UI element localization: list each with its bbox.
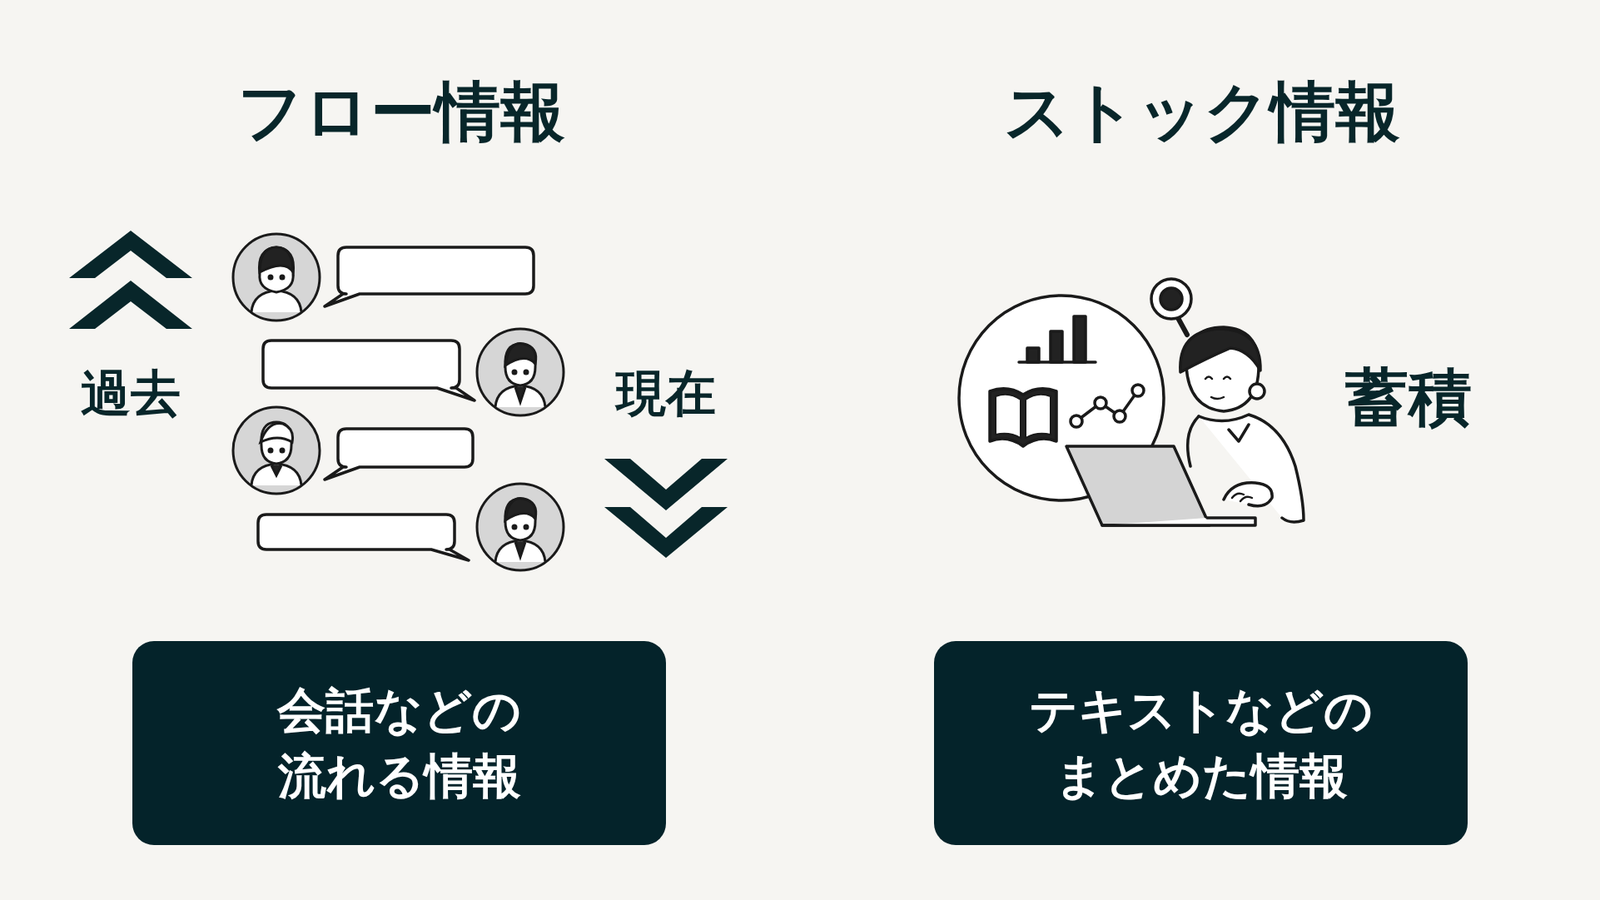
box-text: 会話などの 流れる情報 <box>277 677 522 809</box>
summary-box: テキストなどの まとめた情報 <box>934 640 1468 845</box>
up-chevrons <box>69 230 193 329</box>
heading-label: 蓄積 <box>1345 362 1472 433</box>
avatars <box>233 233 564 571</box>
down-chevrons <box>604 458 728 558</box>
heading-label: 過去 <box>80 365 181 421</box>
heading-label: フロー情報 <box>237 76 566 149</box>
stock-illustration <box>959 278 1304 526</box>
summary-box: 会話などの 流れる情報 <box>132 640 666 845</box>
box-text: テキストなどの まとめた情報 <box>1028 677 1373 809</box>
heading-label: ストック情報 <box>1003 76 1401 149</box>
heading-label: 現在 <box>616 365 716 421</box>
